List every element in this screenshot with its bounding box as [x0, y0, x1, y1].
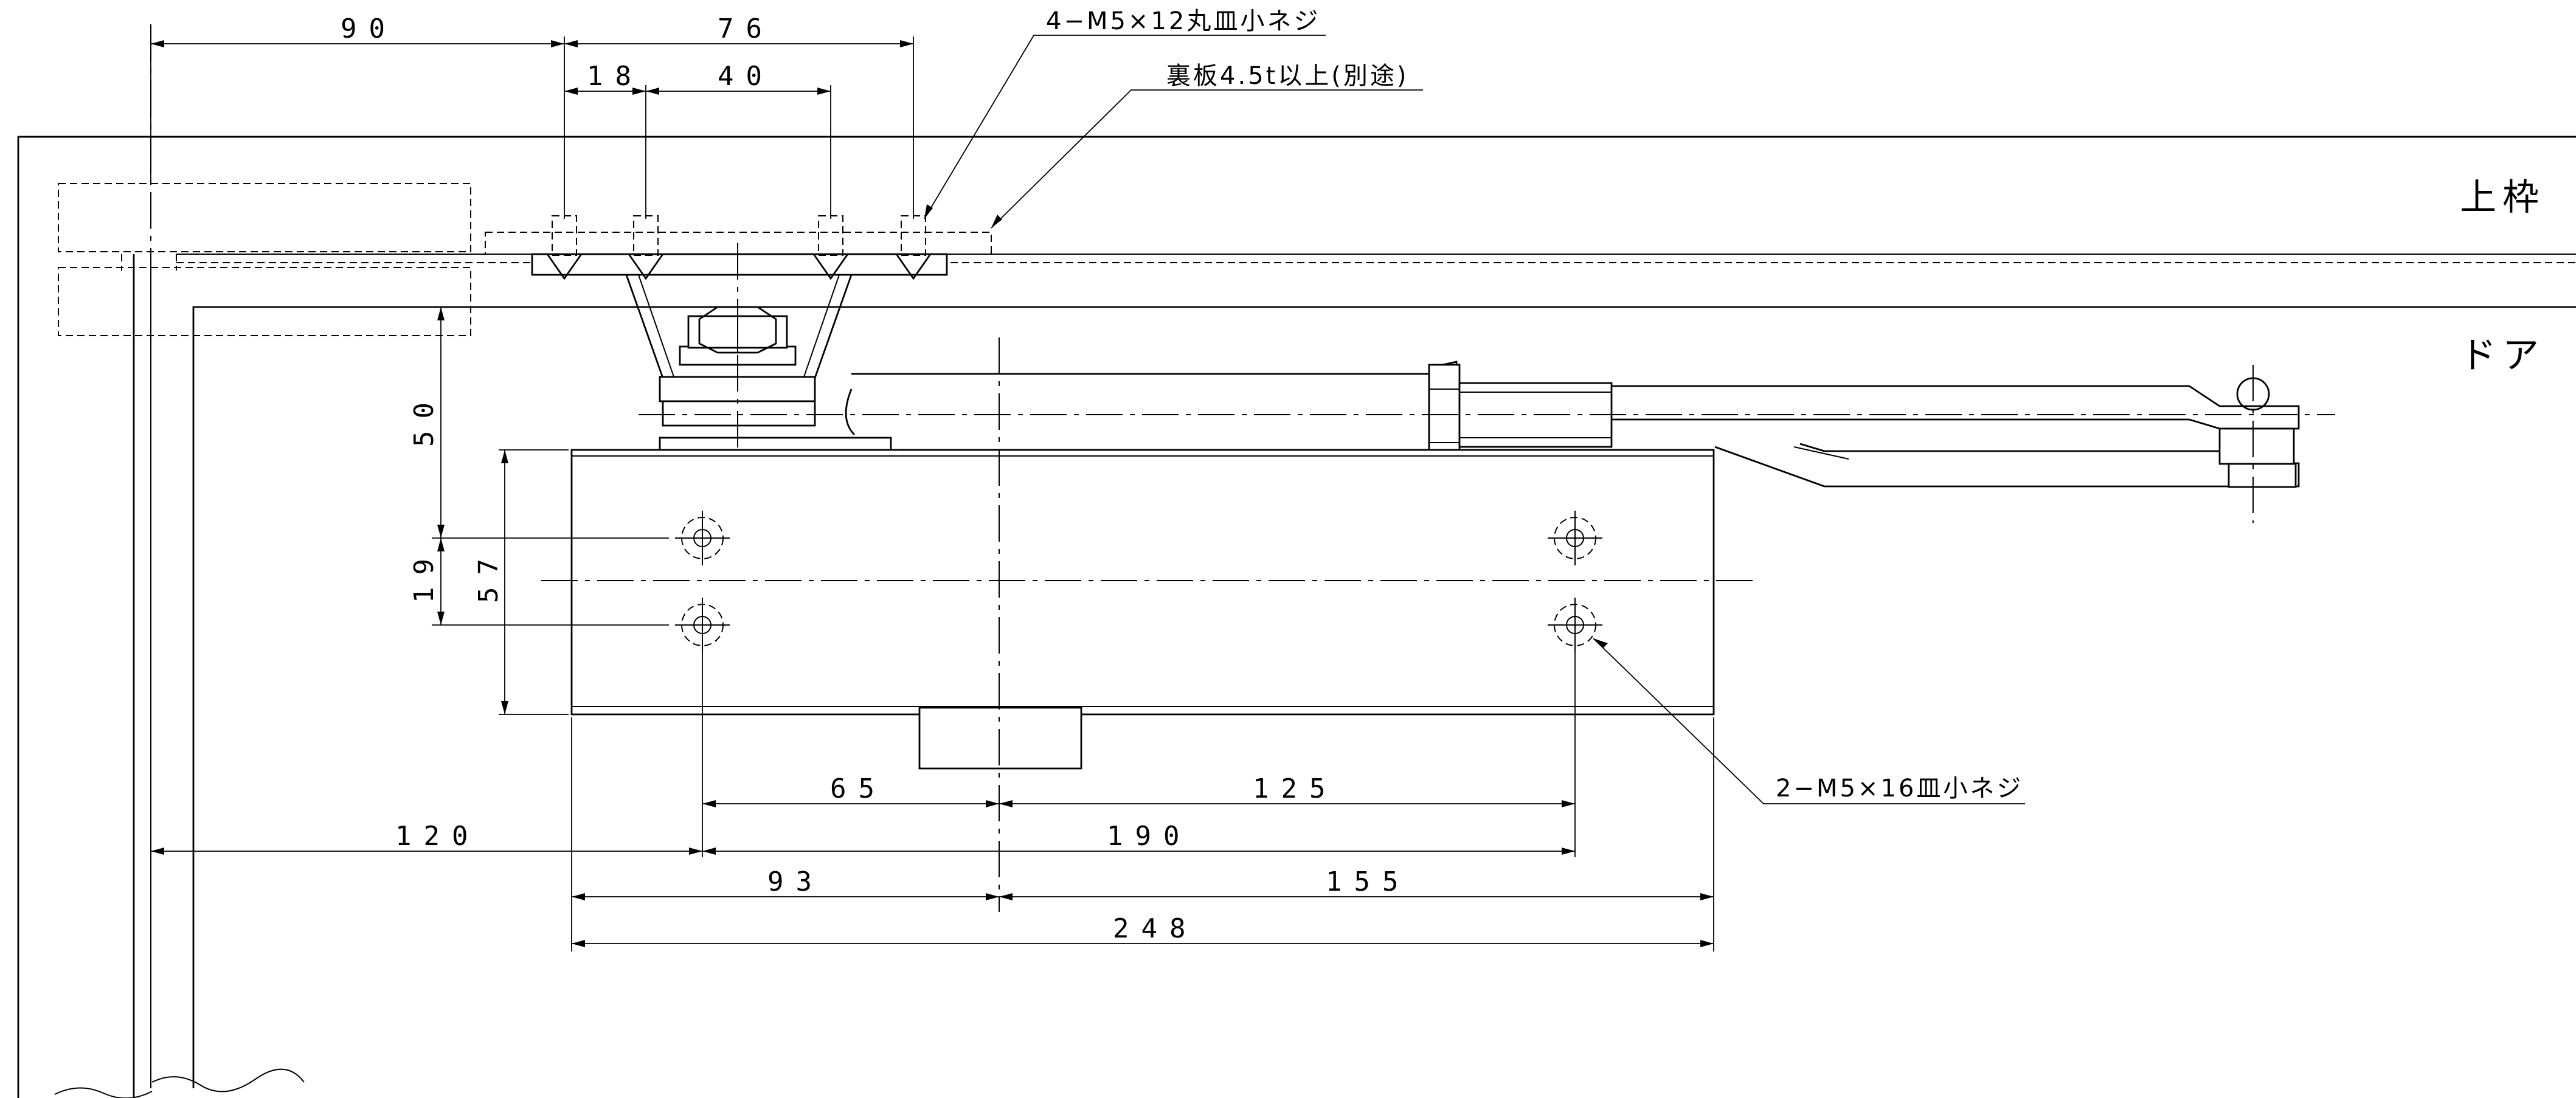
label-frame: 上枠 [2460, 176, 2545, 219]
closer-body [541, 337, 1757, 912]
dim-190: 190 [1107, 821, 1191, 852]
mount-hole [675, 511, 730, 565]
dim-50: 50 [409, 390, 440, 447]
dimension-arrows [151, 40, 1714, 947]
note-top-screws: 4−M5×12丸皿小ネジ [1046, 7, 1320, 35]
dim-93: 93 [767, 866, 824, 897]
dim-90: 90 [341, 13, 397, 44]
dim-125: 125 [1253, 773, 1337, 804]
mount-hole [1548, 511, 1602, 565]
note-back-plate: 裏板4.5t以上(別途) [1166, 62, 1409, 90]
closer-arm [639, 361, 2335, 523]
dim-155: 155 [1326, 866, 1410, 897]
label-door: ドア [2460, 334, 2545, 377]
dim-40: 40 [718, 61, 774, 92]
dimension-labels: 90 76 18 40 50 19 57 65 125 120 190 93 1… [341, 13, 1410, 944]
note-body-screws: 2−M5×16皿小ネジ [1776, 775, 2023, 803]
mount-hole [1548, 598, 1602, 652]
dim-18: 18 [587, 61, 643, 92]
mounting-bracket [531, 215, 948, 396]
dim-19: 19 [409, 547, 440, 603]
dimension-lines [150, 35, 2025, 951]
dim-57: 57 [473, 547, 504, 603]
dim-76: 76 [718, 13, 774, 44]
dim-65: 65 [830, 773, 887, 804]
dim-120: 120 [395, 821, 480, 852]
dim-248: 248 [1113, 913, 1197, 944]
mount-hole [675, 598, 730, 652]
note-labels: 4−M5×12丸皿小ネジ 裏板4.5t以上(別途) 2−M5×16皿小ネジ [1046, 7, 2023, 803]
section-labels: 上枠 ドア [2460, 176, 2545, 377]
